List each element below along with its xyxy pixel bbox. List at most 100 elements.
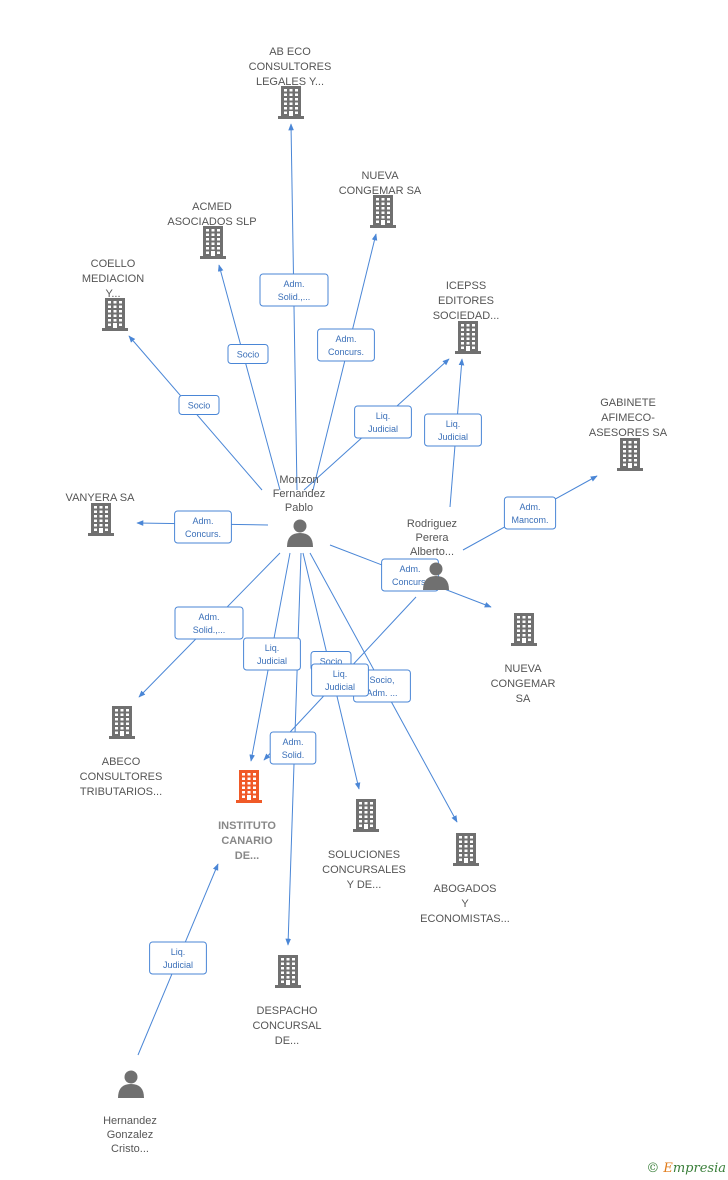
edge-label-4[interactable]: Liq.Judicial [354,405,412,439]
node-label-line: Y DE... [347,879,382,891]
node-label-line: Cristo... [111,1143,149,1155]
node-label-line: MEDIACION [82,273,144,285]
edge-label-1[interactable]: Adm.Concurs. [317,328,375,362]
node-label-line: ICEPSS [446,280,486,292]
edge-label-15[interactable]: Liq.Judicial [149,941,207,975]
edge-label-box [149,941,207,975]
edge-label-box [354,405,412,439]
node-label-line: LEGALES Y... [256,76,324,88]
node-abogados[interactable]: ABOGADOS Y ECONOMISTAS... [420,833,510,925]
edges-layer [128,123,598,1056]
node-label-line: Monzon [279,474,318,486]
node-coello[interactable]: COELLO MEDIACION Y... [82,258,144,331]
node-rodriguez[interactable]: RodriguezPereraAlberto... [407,518,457,590]
node-despacho[interactable]: DESPACHOCONCURSALDE... [252,955,322,1047]
building-icon [370,195,396,228]
edge-label-text: Judicial [163,960,193,970]
node-label-line: COELLO [91,258,136,270]
edge-labels-layer: Adm.Solid.,...Adm.Concurs.SocioSocioLiq.… [149,273,557,975]
edge-label-text: Adm. [519,502,540,512]
edge-label-box [269,731,317,765]
node-label-line: ACMED [192,201,232,213]
node-label-line: ECONOMISTAS... [420,913,510,925]
node-label-line: ABOGADOS [434,883,497,895]
edge-label-5[interactable]: Adm. Concurs. [174,510,232,544]
edge-label-7[interactable]: Adm. Solid.,... [174,606,244,640]
edge-label-box [178,395,220,415]
edge-label-text: Solid.,... [193,625,226,635]
edge-label-14[interactable]: Liq.Judicial [311,663,369,697]
edge-label-text: Adm. [399,564,420,574]
edge-label-text: Socio [188,401,211,411]
edge-label-text: Solid.,... [278,292,311,302]
edge-label-text: Mancom. [511,515,548,525]
node-label-line: SOCIEDAD... [433,310,500,322]
edge-label-text: Concurs. [185,529,221,539]
node-label-line: NUEVA [504,663,542,675]
edge-label-text: Socio [320,657,343,667]
node-label-line: CONCURSALES [322,864,406,876]
node-abeco_tributarios[interactable]: ABECOCONSULTORESTRIBUTARIOS... [80,706,163,798]
edge-label-box [424,413,482,447]
node-label-line: ABECO [102,756,141,768]
edge-monzon-to-nueva_congemar_top [312,233,378,491]
node-label-line: CONGEMAR [491,678,556,690]
node-label-line: TRIBUTARIOS... [80,786,162,798]
edge-label-0[interactable]: Adm.Solid.,... [259,273,329,307]
node-label-line: Hernandez [103,1115,157,1127]
edge-label-text: Liq. [265,643,280,653]
edge-label-box [227,344,269,364]
edge-label-2[interactable]: Socio [227,344,269,364]
node-icepss[interactable]: ICEPSS EDITORES SOCIEDAD... [433,280,500,354]
edge-label-3[interactable]: Socio [178,395,220,415]
edge-label-box [259,273,329,307]
edge-label-8[interactable]: Liq.Judicial [243,637,301,671]
edge-label-text: Adm. [335,334,356,344]
edge-label-12[interactable]: Liq.Judicial [424,413,482,447]
node-hernandez[interactable]: HernandezGonzalezCristo... [103,1070,157,1156]
edge-label-box [174,606,244,640]
edge-label-text: Adm. [282,737,303,747]
person-icon [423,562,449,590]
brand-initial: E [663,1161,673,1176]
node-label-line: CANARIO [221,835,273,847]
node-label-line: Alberto... [410,546,454,558]
person-icon [287,519,313,547]
node-label-line: Perera [415,532,449,544]
edge-label-box [243,637,301,671]
node-label-line: EDITORES [438,295,494,307]
edge-label-text: Adm. [192,516,213,526]
brand-name: mpresia [672,1161,726,1176]
node-label-line: Pablo [285,502,313,514]
node-label-line: Rodriguez [407,518,457,530]
edge-label-box [317,328,375,362]
node-label-line: Gonzalez [107,1129,153,1141]
node-vanyera[interactable]: VANYERA SA [66,492,136,536]
node-instituto[interactable]: INSTITUTOCANARIODE... [218,770,276,862]
node-label-line: CONGEMAR SA [339,185,422,197]
edge-label-13[interactable]: Adm. Mancom. [503,496,557,530]
edge-label-text: Socio [237,350,260,360]
building-icon [275,955,301,988]
building-icon [353,799,379,832]
node-label-line: Y [461,898,469,910]
edge-label-text: Solid. [282,750,305,760]
node-label-line: INSTITUTO [218,820,276,832]
edge-label-9[interactable]: Adm. Solid. [269,731,317,765]
node-label-line: Y... [105,288,120,300]
building-icon [511,613,537,646]
node-label-line: DE... [275,1035,299,1047]
edge-label-box [311,663,369,697]
edge-label-text: Adm. [198,612,219,622]
copyright-footer[interactable]: ©Empresia [646,1161,726,1176]
node-label-line: ASESORES SA [589,427,668,439]
edge-label-text: Judicial [325,682,355,692]
